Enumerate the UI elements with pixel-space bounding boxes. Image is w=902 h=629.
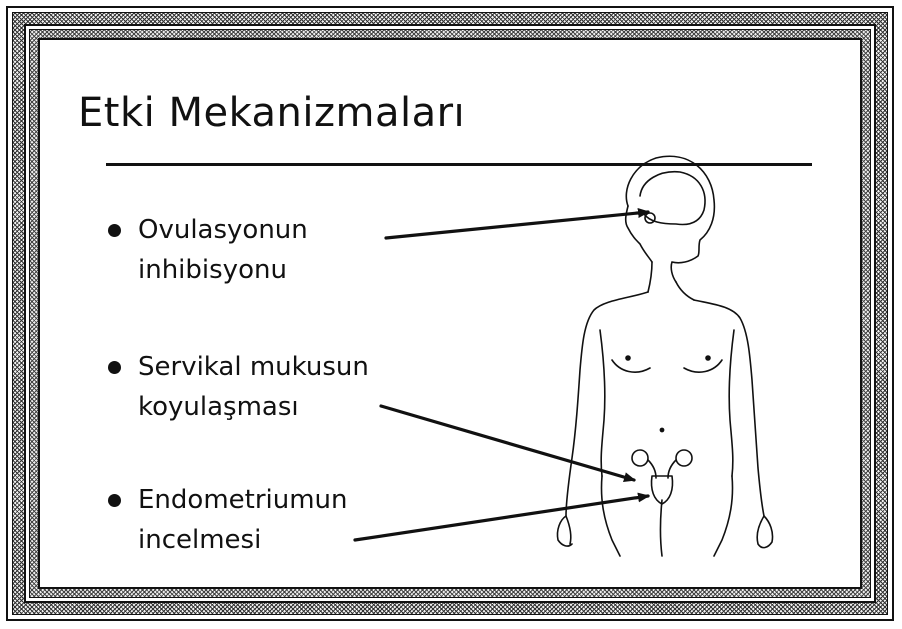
ovary-left-icon — [632, 450, 648, 466]
arrow-to-cervix — [381, 406, 634, 480]
torso-left — [600, 330, 605, 476]
left-arm — [566, 292, 648, 516]
head-outline — [626, 156, 714, 282]
torso-right — [729, 330, 734, 476]
ovary-right-icon — [676, 450, 692, 466]
arrow-to-brain — [386, 212, 648, 238]
brain-outline — [640, 172, 705, 225]
arrow-to-endometrium — [355, 496, 648, 540]
pituitary-mark — [645, 213, 655, 223]
